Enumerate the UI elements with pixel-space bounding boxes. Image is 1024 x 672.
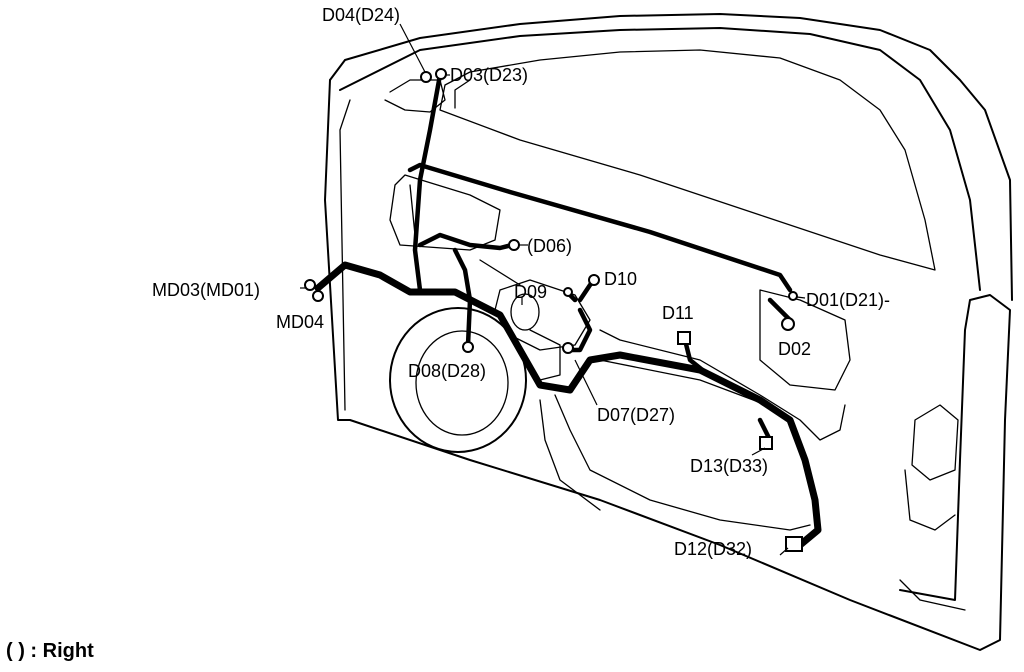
label-d02: D02 (778, 339, 812, 359)
label-d03: D03(D23) (450, 65, 529, 85)
speaker-cutout (389, 307, 527, 453)
label-d10: D10 (604, 269, 638, 289)
label-md03: MD03(MD01) (152, 280, 261, 300)
connectors (304, 68, 803, 552)
label-d06: (D06) (527, 236, 573, 256)
label-d01: D01(D21)- (806, 290, 891, 310)
legend-right-note: ( ) : Right (6, 640, 94, 662)
label-d04: D04(D24) (322, 5, 401, 25)
label-d12: D12(D32) (674, 539, 753, 559)
label-d11: D11 (662, 303, 694, 323)
label-d07: D07(D27) (597, 405, 676, 425)
label-d13: D13(D33) (690, 456, 769, 476)
leader-lines (300, 23, 806, 556)
door-panel-outline (324, 13, 1013, 651)
label-md04: MD04 (276, 312, 325, 332)
wire-harness (314, 72, 822, 549)
label-d09: D09 (514, 282, 548, 302)
label-d08: D08(D28) (408, 361, 487, 381)
